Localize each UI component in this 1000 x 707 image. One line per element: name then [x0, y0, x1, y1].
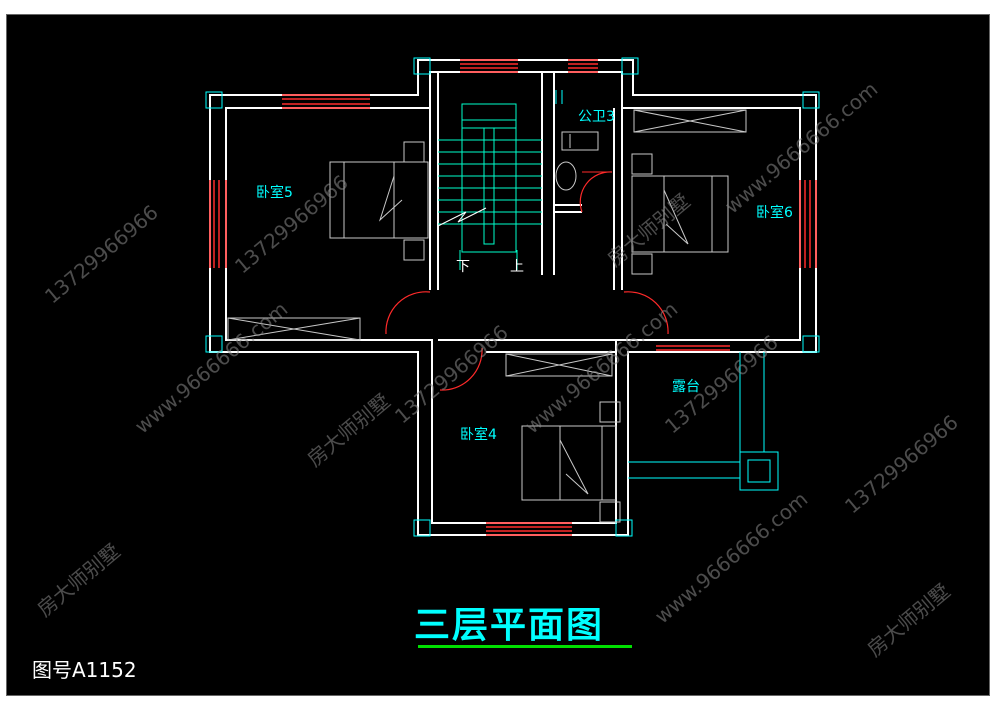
terrace: [628, 352, 779, 491]
room-label-bedroom6: 卧室6: [756, 205, 793, 221]
room-label-bedroom5: 卧室5: [256, 185, 293, 201]
bathroom-fixtures: [555, 90, 599, 191]
outer-wall: [209, 59, 817, 536]
walls: [209, 59, 817, 536]
beds: [329, 141, 729, 523]
windows: [209, 59, 817, 536]
room-label-terrace: 露台: [672, 379, 700, 395]
stair-up-label: 上: [510, 259, 524, 275]
wall-caps: [205, 57, 820, 537]
bed-5: [329, 161, 429, 239]
room-label-bedroom4: 卧室4: [460, 427, 497, 443]
bed-4: [521, 425, 617, 501]
room-label-bathroom3: 公卫3: [578, 109, 615, 125]
bed-6: [631, 175, 729, 253]
stair: [437, 103, 542, 270]
drawing-number: 图号A1152: [32, 658, 137, 682]
stair-down-label: 下: [456, 259, 470, 275]
wardrobes: [227, 109, 747, 377]
title-underline: [418, 645, 632, 648]
drawing-title: 三层平面图: [414, 605, 605, 646]
